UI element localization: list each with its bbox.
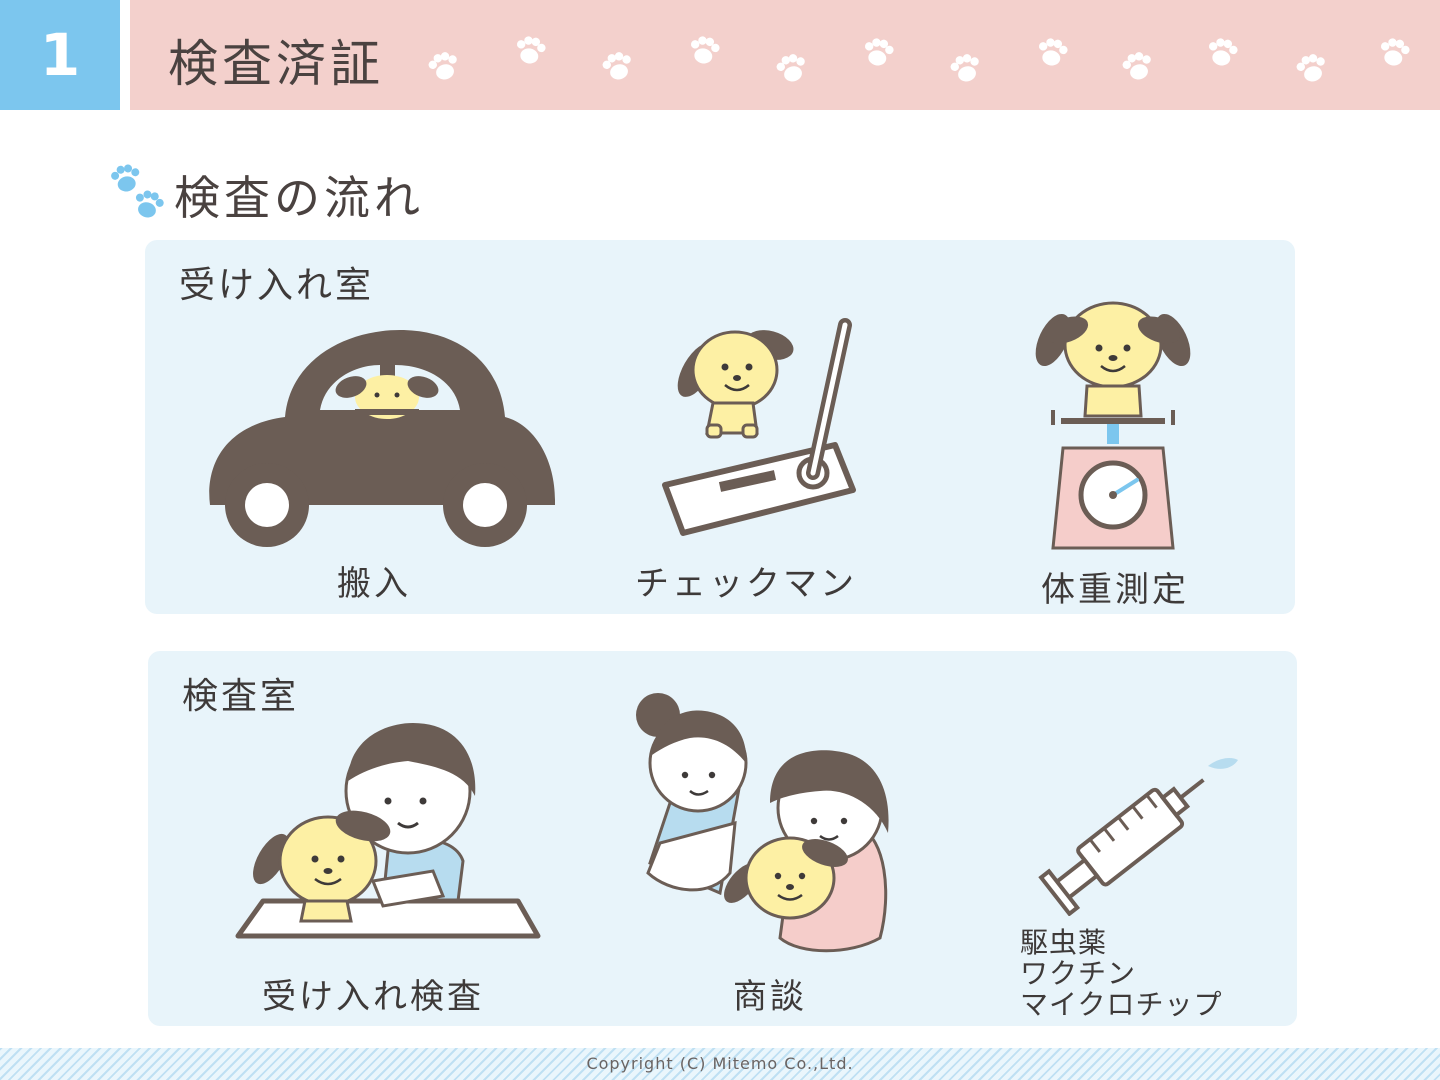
car-with-dog-icon — [209, 330, 556, 547]
treatment-deworming: 駆虫薬 — [1020, 926, 1108, 959]
dog-with-test-kit-icon — [662, 318, 856, 536]
treatment-microchip: マイクロチップ — [1020, 988, 1223, 1021]
page-title: 検査済証 — [168, 35, 384, 93]
section-title: 検査の流れ — [174, 171, 424, 225]
step-label-checkman: チェックマン — [635, 564, 857, 604]
dog-on-scale-icon — [1035, 301, 1191, 550]
step-label-arrival: 搬入 — [337, 564, 411, 604]
room-label-examination: 検査室 — [182, 676, 300, 717]
boy-examining-dog-icon — [235, 723, 541, 939]
blue-paw-icon — [111, 164, 164, 218]
header-bar: 検査済証 — [130, 0, 1440, 110]
step-label-weighing: 体重測定 — [1041, 570, 1189, 610]
footer: Copyright (C) Mitemo Co.,Ltd. — [0, 1048, 1440, 1080]
step-label-consultation: 商談 — [733, 977, 807, 1017]
staff-and-customer-icon — [636, 693, 889, 953]
reception-room-panel: 受け入れ室 搬入 チェックマン — [145, 240, 1295, 614]
examination-room-panel: 検査室 受け入れ検査 — [148, 651, 1297, 1026]
chapter-number: 1 — [0, 0, 120, 110]
step-label-intake-exam: 受け入れ検査 — [262, 977, 484, 1017]
paw-prints-decoration-icon — [426, 34, 1412, 85]
room-label-reception: 受け入れ室 — [179, 265, 375, 306]
syringe-icon — [1038, 758, 1238, 916]
treatment-vaccine: ワクチン — [1020, 957, 1137, 990]
step-label-treatments: 駆虫薬 ワクチン マイクロチップ — [1020, 927, 1222, 1020]
copyright-text: Copyright (C) Mitemo Co.,Ltd. — [586, 1054, 854, 1073]
